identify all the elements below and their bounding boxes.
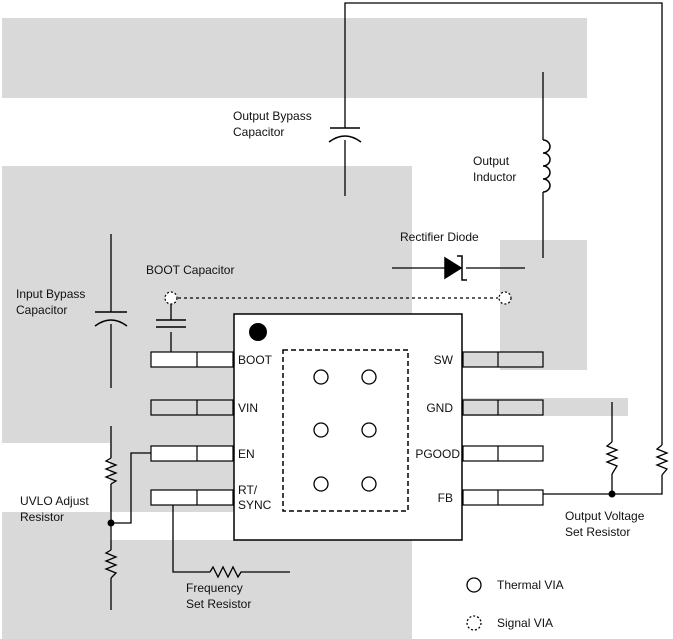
thermal-via — [313, 476, 329, 492]
resistors — [104, 441, 669, 579]
pin1-marker — [249, 323, 267, 341]
pin-sw-label: SW — [433, 353, 453, 367]
gnd-pad — [462, 399, 544, 416]
uvlo-adjust-resistor-label: UVLO Adjust Resistor — [20, 494, 89, 524]
right-pads — [462, 351, 544, 506]
thermal-via — [361, 369, 377, 385]
fb-pad — [462, 489, 544, 506]
output-bypass-capacitor — [328, 127, 362, 143]
boot-capacitor-label: BOOT Capacitor — [146, 263, 235, 277]
sw-copper-region — [500, 240, 587, 370]
thermal-via — [361, 422, 377, 438]
input-bypass-capacitor — [94, 311, 128, 327]
rt-sync-pad — [150, 489, 234, 506]
thermal-via — [313, 369, 329, 385]
vin-arrow-region — [2, 375, 175, 443]
signal-via — [498, 291, 512, 305]
output-bypass-capacitor-label: Output Bypass Capacitor — [233, 109, 312, 139]
output-voltage-upper-resistor — [655, 444, 669, 476]
ic-body — [233, 313, 463, 541]
sw-pad — [462, 351, 544, 368]
output-voltage-set-resistor-label: Output Voltage Set Resistor — [565, 509, 645, 539]
pin-vin-label: VIN — [238, 401, 259, 415]
frequency-set-resistor-label: Frequency Set Resistor — [186, 581, 252, 611]
pin-boot-label: BOOT — [238, 353, 273, 367]
left-pads — [150, 351, 234, 506]
signal-via — [164, 291, 178, 305]
thermal-pad — [282, 349, 409, 512]
pin-en-label: EN — [238, 447, 255, 461]
uvlo-lower-resistor — [104, 549, 118, 579]
legend-signal-via-symbol — [466, 615, 482, 631]
boot-pad — [150, 351, 234, 368]
pin-fb-label: FB — [437, 491, 453, 505]
pin-pgood-label: PGOOD — [415, 447, 460, 461]
copper-cutouts — [2, 443, 290, 540]
en-pad — [150, 445, 234, 462]
legend-signal-via-label: Signal VIA — [497, 616, 554, 630]
uvlo-junction — [107, 519, 115, 527]
output-inductor-label: Output Inductor — [473, 154, 517, 184]
frequency-set-resistor — [209, 565, 244, 579]
top-copper-region — [2, 18, 587, 98]
bottom-copper-region — [2, 540, 412, 639]
output-voltage-lower-resistor — [605, 441, 619, 475]
pin-rt-sync-label: RT/ SYNC — [238, 483, 272, 512]
thermal-via — [313, 422, 329, 438]
boot-capacitor — [156, 319, 186, 328]
boot-signal-trace — [164, 291, 512, 305]
rectifier-diode-label: Rectifier Diode — [400, 230, 479, 244]
legend-thermal-via-symbol — [466, 577, 482, 593]
thermal-vias — [313, 369, 377, 492]
output-inductor — [542, 139, 551, 193]
uvlo-upper-resistor — [104, 457, 118, 485]
fb-junction — [608, 490, 616, 498]
vin-pad — [150, 399, 234, 416]
wires — [110, 2, 663, 610]
input-bypass-capacitor-label: Input Bypass Capacitor — [16, 287, 86, 317]
rectifier-diode — [444, 255, 467, 281]
thermal-via — [361, 476, 377, 492]
left-bottom-copper — [2, 512, 110, 540]
pgood-pad — [462, 445, 544, 462]
pin-gnd-label: GND — [426, 401, 453, 415]
legend-thermal-via-label: Thermal VIA — [497, 578, 564, 592]
